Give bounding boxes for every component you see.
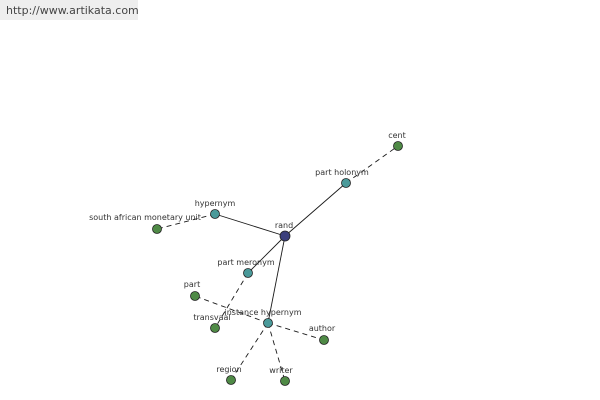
graph-edges	[156, 145, 399, 382]
node-hypernym[interactable]: hypernym	[195, 199, 236, 219]
node-label[interactable]: south african monetary unit	[89, 213, 201, 222]
node-writer[interactable]: writer	[269, 366, 293, 386]
node-label[interactable]: author	[309, 324, 336, 333]
node-author[interactable]: author	[309, 324, 336, 345]
node-marker[interactable]	[280, 376, 290, 386]
node-south-african-monetary-unit[interactable]: south african monetary unit	[89, 213, 201, 234]
site-url[interactable]: http://www.artikata.com	[6, 4, 139, 17]
node-part-meronym[interactable]: part meronym	[217, 258, 275, 278]
node-instance-hypernym[interactable]: instance hypernym	[225, 308, 302, 328]
node-region[interactable]: region	[216, 365, 242, 385]
node-label[interactable]: transvaal	[193, 313, 230, 322]
node-label[interactable]: region	[216, 365, 241, 374]
node-label[interactable]: writer	[269, 366, 293, 375]
node-marker[interactable]	[319, 335, 329, 345]
node-label[interactable]: cent	[388, 131, 406, 140]
node-part-holonym[interactable]: part holonym	[315, 168, 369, 188]
url-banner: http://www.artikata.com	[0, 0, 139, 20]
node-label[interactable]: instance hypernym	[225, 308, 302, 317]
node-marker[interactable]	[263, 318, 273, 328]
edge-instance_hypernym-region	[230, 322, 269, 381]
node-cent[interactable]: cent	[388, 131, 406, 151]
node-marker[interactable]	[210, 323, 220, 333]
node-label[interactable]: hypernym	[195, 199, 236, 208]
node-transvaal[interactable]: transvaal	[193, 313, 231, 333]
node-label[interactable]: part	[184, 280, 200, 289]
node-rand[interactable]: rand	[275, 221, 293, 242]
edge-instance_hypernym-author	[267, 322, 325, 341]
edge-part_holonym-cent	[345, 145, 399, 184]
edge-rand-hypernym	[214, 213, 286, 237]
node-marker[interactable]	[279, 230, 291, 242]
node-marker[interactable]	[243, 268, 253, 278]
edge-rand-part_holonym	[284, 182, 347, 237]
edge-rand-part_meronym	[247, 235, 286, 274]
node-label[interactable]: rand	[275, 221, 293, 230]
graph-nodes: rand part holonym cent hypernym south africa…	[89, 131, 406, 386]
node-marker[interactable]	[226, 375, 236, 385]
node-marker[interactable]	[152, 224, 162, 234]
node-marker[interactable]	[210, 209, 220, 219]
node-label[interactable]: part meronym	[217, 258, 274, 267]
edge-hypernym-south_african_monetary_unit	[156, 213, 216, 230]
edge-instance_hypernym-writer	[267, 322, 286, 382]
edge-part_meronym-transvaal	[214, 272, 249, 329]
node-label[interactable]: part holonym	[315, 168, 369, 177]
node-marker[interactable]	[341, 178, 351, 188]
node-marker[interactable]	[190, 291, 200, 301]
edge-rand-instance_hypernym	[267, 235, 286, 324]
node-part[interactable]: part	[184, 280, 200, 301]
edge-instance_hypernym-part	[194, 295, 269, 324]
node-marker[interactable]	[393, 141, 403, 151]
